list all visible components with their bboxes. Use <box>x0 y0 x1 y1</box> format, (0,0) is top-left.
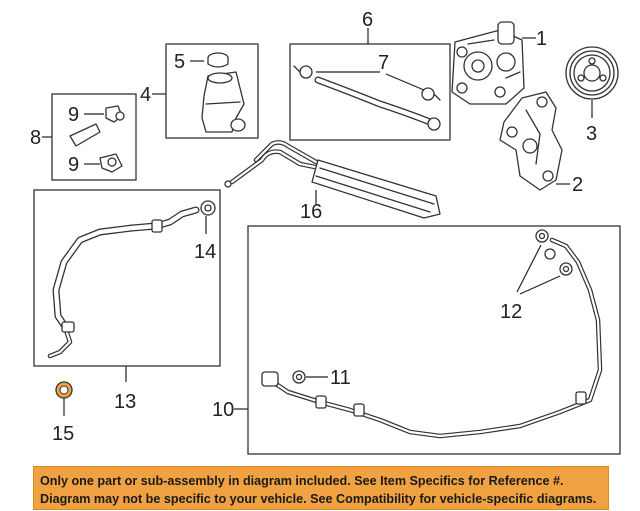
callout-2: 2 <box>572 174 583 196</box>
callout-3: 3 <box>586 123 597 145</box>
callout-12: 12 <box>500 301 522 323</box>
callout-9-lower: 9 <box>68 154 79 176</box>
callout-8: 8 <box>30 127 41 149</box>
hose-fitting-lower <box>69 123 123 173</box>
reservoir <box>201 71 246 133</box>
fluid-cooler <box>224 140 441 219</box>
notice-line-1: Only one part or sub-assembly in diagram… <box>40 474 564 488</box>
callout-7: 7 <box>378 52 389 74</box>
callout-4: 4 <box>140 84 151 106</box>
notice-line-2: Diagram may not be specific to your vehi… <box>40 492 597 506</box>
pump-pulley <box>565 46 619 100</box>
hose-clamps <box>293 65 441 101</box>
callout-16: 16 <box>300 201 322 223</box>
callout-11: 11 <box>330 367 351 389</box>
return-line-group-box <box>247 225 621 455</box>
pressure-hose-group-box <box>33 189 221 367</box>
callout-13: 13 <box>114 391 136 413</box>
fitting-group-box <box>51 93 137 181</box>
washer-11 <box>292 370 306 384</box>
return-line <box>261 237 603 439</box>
return-hose <box>314 76 441 131</box>
callout-10: 10 <box>212 399 234 421</box>
hose-group-box <box>289 43 451 141</box>
reservoir-group-box <box>165 43 259 139</box>
pressure-hose <box>47 200 216 359</box>
callout-1: 1 <box>536 28 547 50</box>
callout-15: 15 <box>52 423 74 445</box>
power-steering-pump <box>451 21 525 105</box>
pump-bracket <box>499 91 563 191</box>
callout-9-upper: 9 <box>68 104 79 126</box>
callout-6: 6 <box>362 9 373 31</box>
compatibility-notice: Only one part or sub-assembly in diagram… <box>33 466 609 510</box>
hose-fitting-upper <box>105 105 125 123</box>
o-ring <box>55 381 73 399</box>
washers-12 <box>535 229 573 276</box>
reservoir-cap <box>207 52 229 68</box>
callout-14: 14 <box>194 241 216 263</box>
callout-5: 5 <box>174 51 185 73</box>
